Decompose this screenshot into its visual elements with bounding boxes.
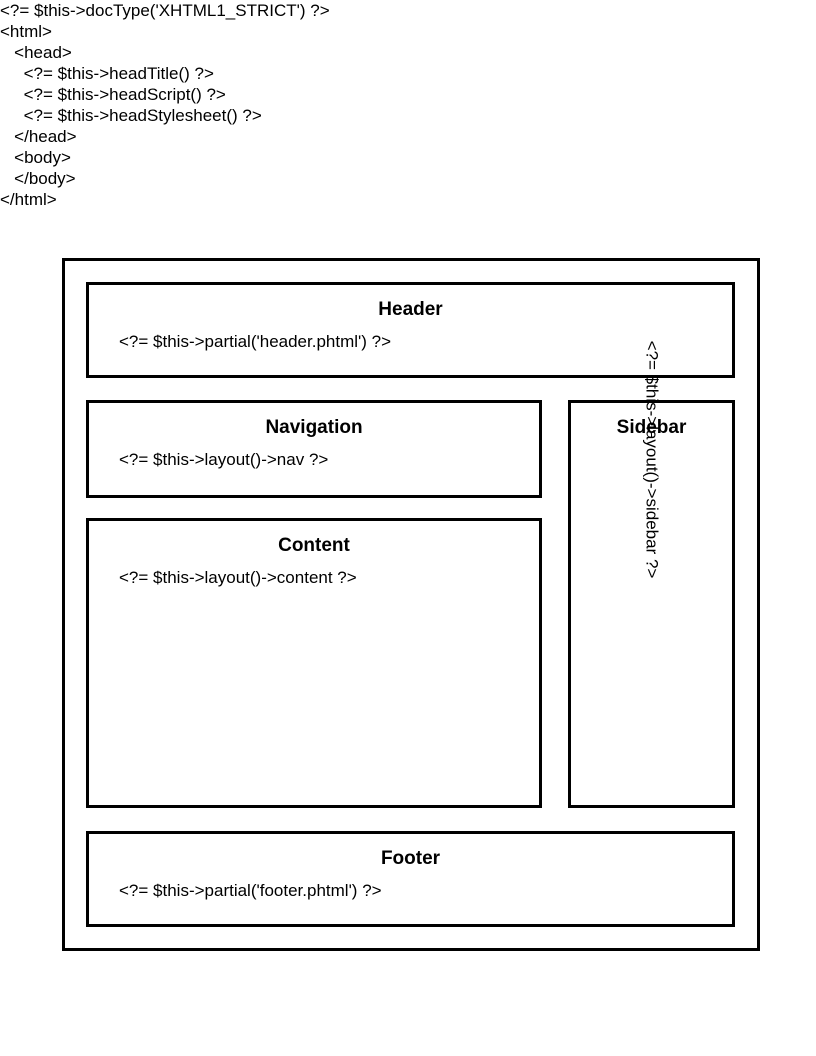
region-footer-code: <?= $this->partial('footer.phtml') ?> (119, 881, 382, 900)
region-footer: Footer <?= $this->partial('footer.phtml'… (86, 831, 735, 927)
source-line-doctype: <?= $this->docType('XHTML1_STRICT') ?> (0, 1, 330, 20)
region-sidebar: Sidebar <?= $this->layout()->sidebar ?> (568, 341, 735, 808)
source-line-html-close: </html> (0, 190, 57, 209)
source-line-body-close: </body> (0, 169, 76, 188)
source-line-html-open: <html> (0, 22, 52, 41)
pre-body-source-block: <?= $this->docType('XHTML1_STRICT') ?> <… (0, 0, 816, 168)
source-line-body-open: <body> (0, 148, 71, 167)
region-sidebar-title: Sidebar (616, 417, 687, 438)
region-footer-title: Footer (380, 848, 441, 869)
region-sidebar-inner: Sidebar <?= $this->layout()->sidebar ?> (571, 341, 732, 805)
region-navigation-title: Navigation (265, 417, 363, 438)
region-header-code: <?= $this->partial('header.phtml') ?> (119, 332, 392, 351)
source-line-head-open: <head> (0, 43, 72, 62)
region-sidebar-code-wrap: <?= $this->layout()->sidebar ?> (571, 341, 732, 799)
region-content-code: <?= $this->layout()->content ?> (119, 568, 357, 587)
region-header: Header <?= $this->partial('header.phtml'… (86, 282, 735, 378)
post-body-source-block: </body> </html> (0, 168, 816, 210)
source-line-head-script: <?= $this->headScript() ?> (0, 85, 226, 104)
source-line-head-style: <?= $this->headStylesheet() ?> (0, 106, 262, 125)
source-line-head-close: </head> (0, 127, 77, 146)
region-content: Content <?= $this->layout()->content ?> (86, 518, 542, 808)
region-navigation-code: <?= $this->layout()->nav ?> (119, 450, 329, 469)
region-header-title: Header (378, 299, 443, 320)
source-line-head-title: <?= $this->headTitle() ?> (0, 64, 214, 83)
region-content-title: Content (278, 535, 350, 556)
region-navigation: Navigation <?= $this->layout()->nav ?> (86, 400, 542, 498)
region-sidebar-code: <?= $this->layout()->sidebar ?> (642, 340, 662, 579)
